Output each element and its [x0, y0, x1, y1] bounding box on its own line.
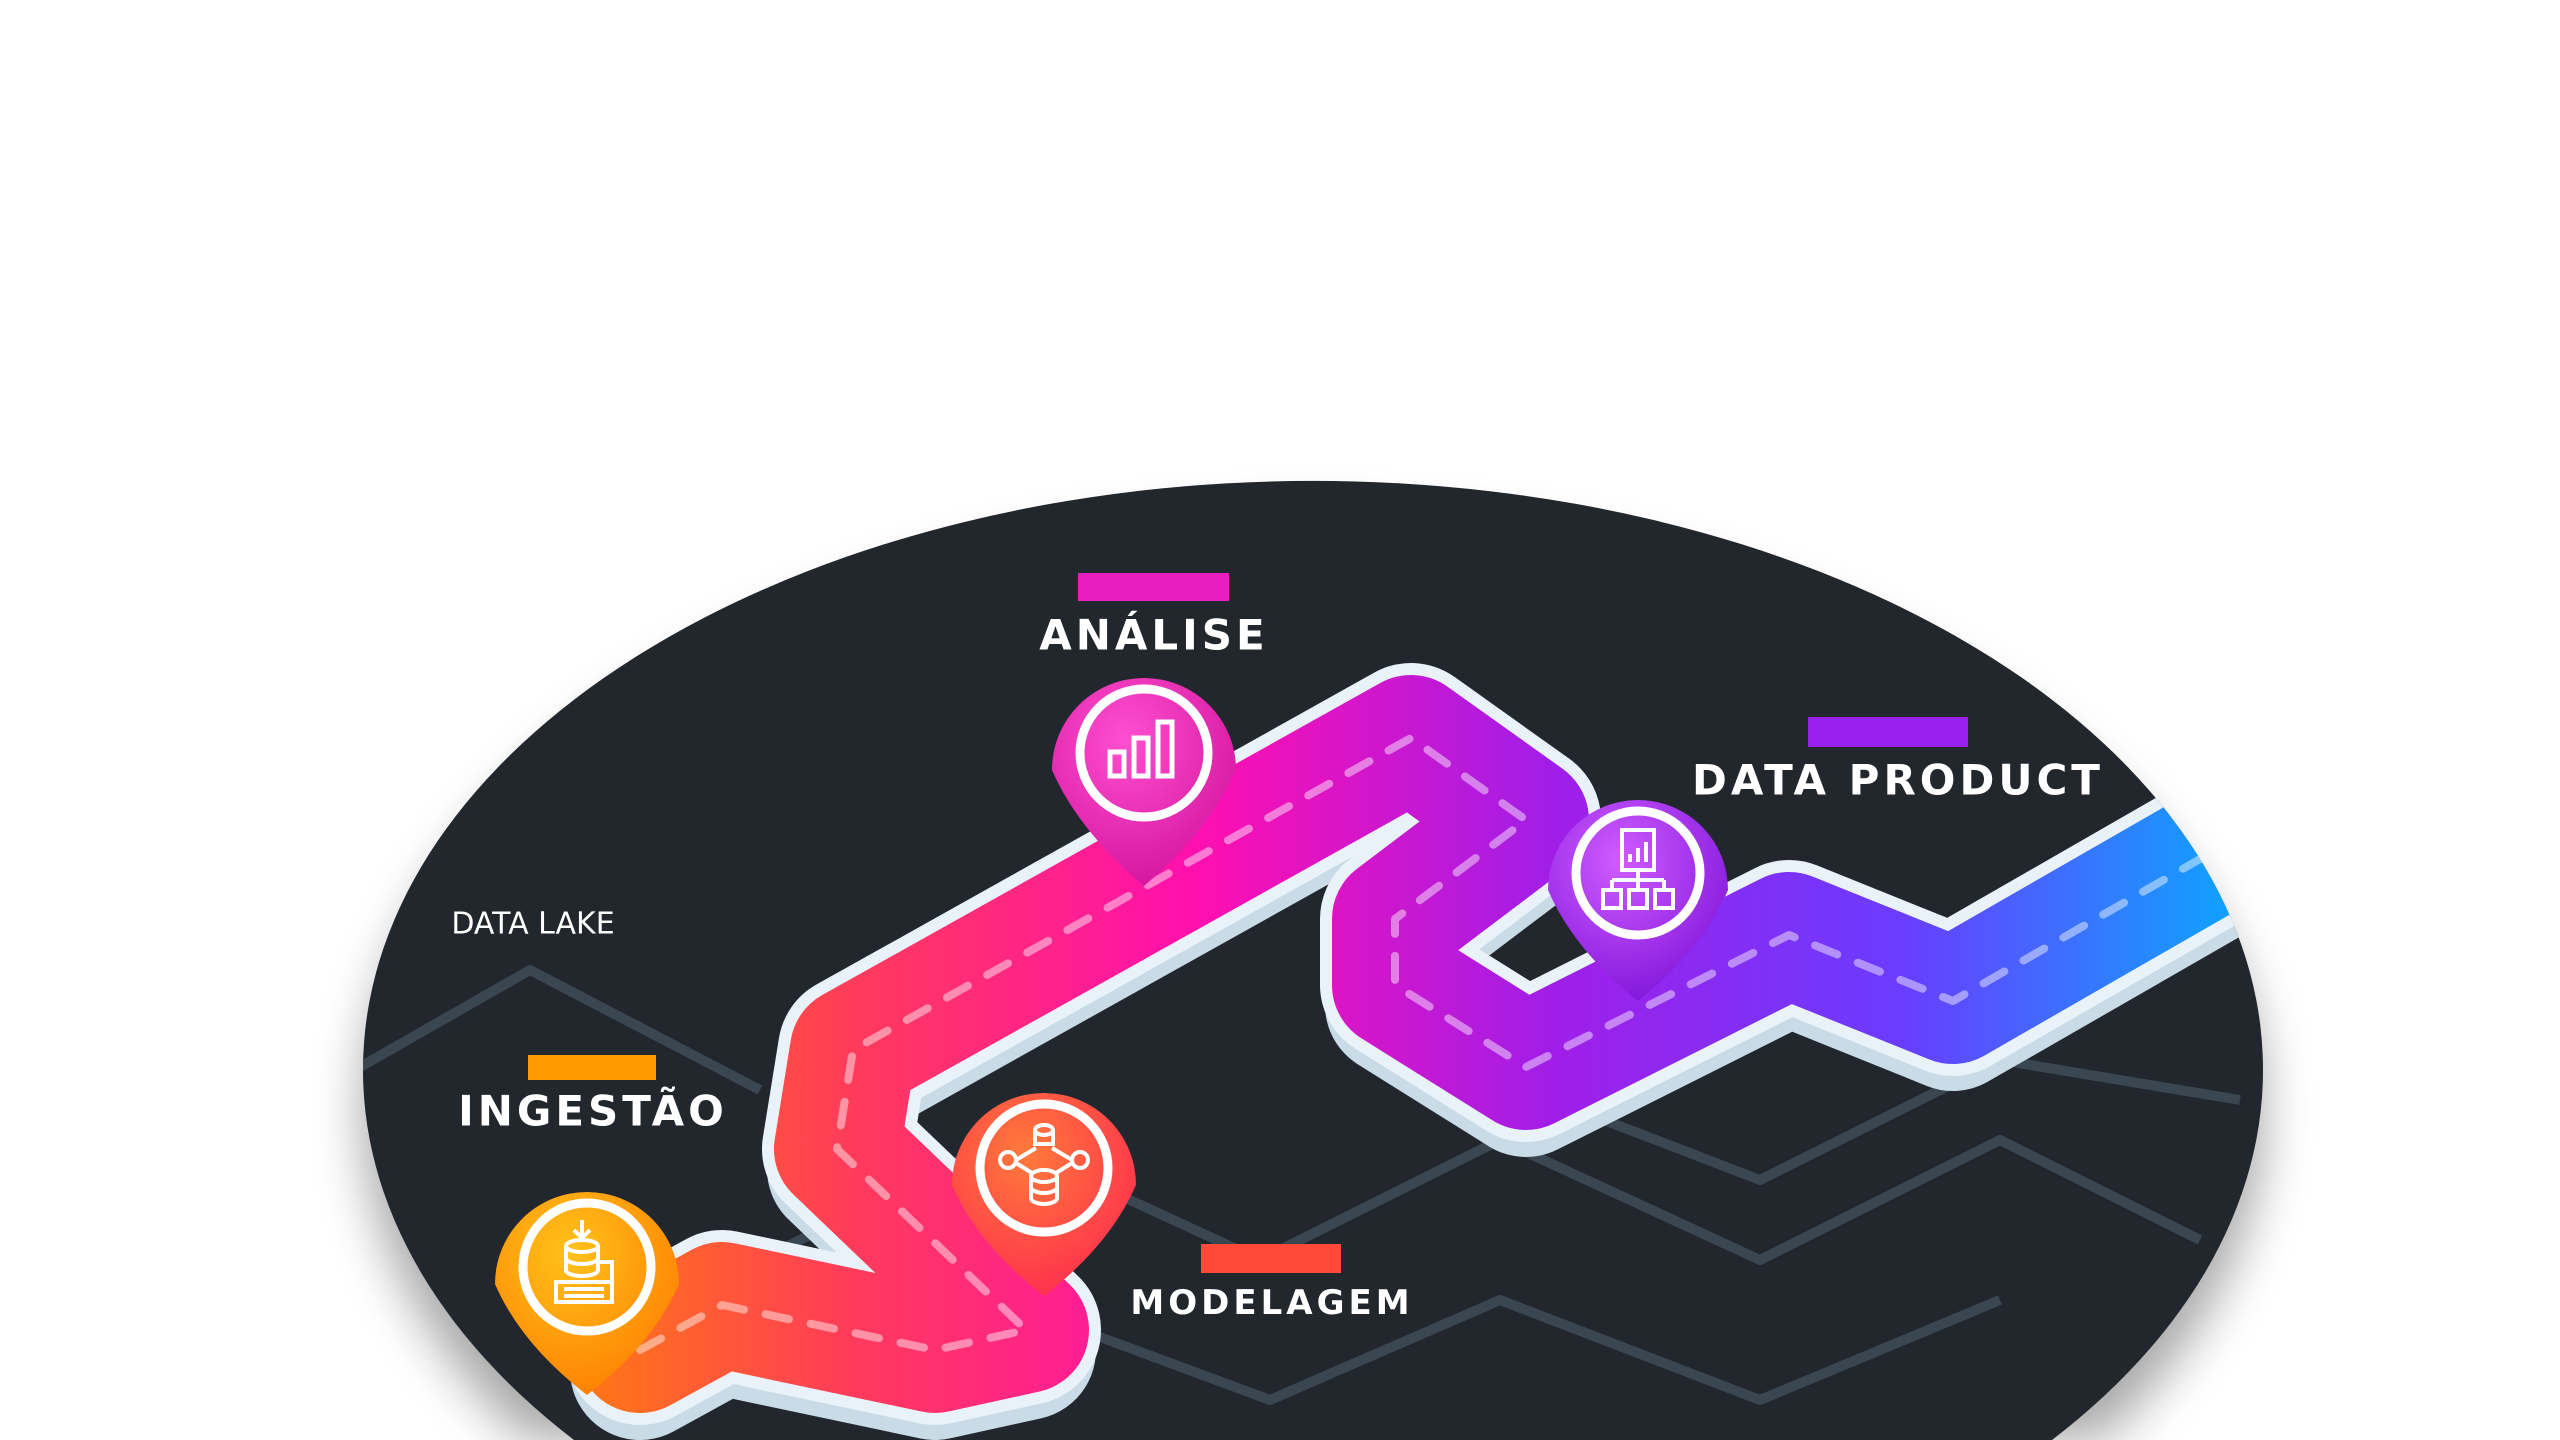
bar-chart-icon: [1107, 719, 1175, 779]
analise-label: ANÁLISE: [1039, 610, 1269, 660]
pin-analise[interactable]: [1052, 678, 1236, 886]
ingestao-bar: [528, 1055, 656, 1080]
ingestao-label: INGESTÃO: [458, 1086, 728, 1136]
data-product-label: DATA PRODUCT: [1692, 755, 2104, 805]
data-product-bar: [1808, 717, 1968, 747]
analise-bar: [1078, 573, 1229, 601]
modelagem-bar: [1201, 1244, 1341, 1273]
road-surface: [577, 675, 2263, 1413]
pin-data-product[interactable]: [1548, 800, 1728, 1001]
database-network-icon: [998, 1123, 1090, 1206]
road: [565, 663, 2263, 1440]
road-dashes: [636, 734, 2244, 1354]
database-download-keyboard-icon: [554, 1220, 614, 1304]
modelagem-label: MODELAGEM: [1130, 1283, 1414, 1323]
document-chart-cubes-icon: [1601, 828, 1675, 910]
pin-modelagem[interactable]: [952, 1093, 1136, 1296]
data-lake-label: DATA LAKE: [451, 906, 615, 942]
pin-ingestao[interactable]: [495, 1192, 679, 1395]
